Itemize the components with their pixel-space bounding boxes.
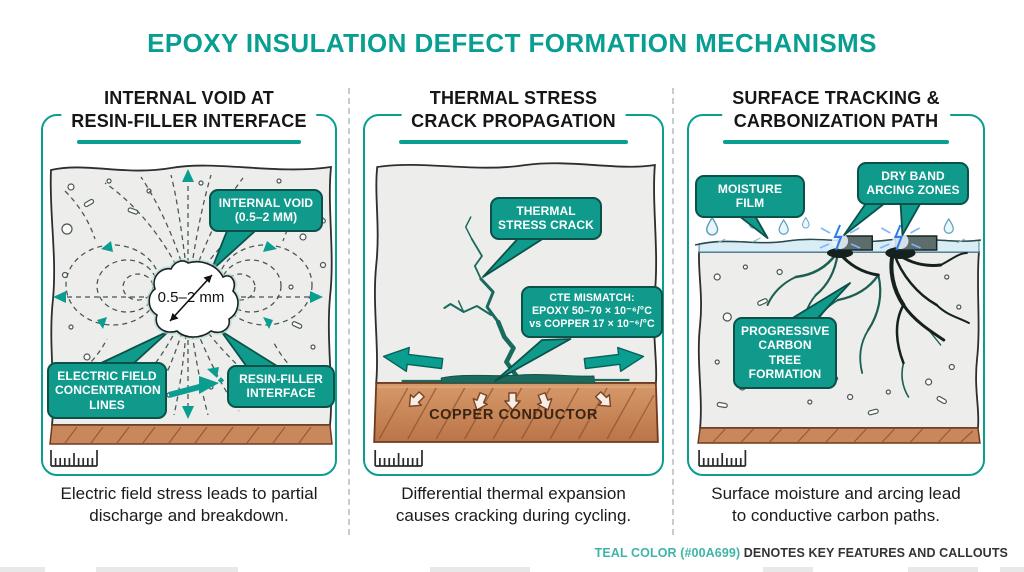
copper-strip [697, 427, 981, 444]
field-arrowheads [53, 169, 323, 419]
ruler-icon [50, 450, 98, 467]
callout-moisture-film: MOISTURE FILM [695, 175, 805, 218]
panel-caption: Differential thermal expansion causes cr… [395, 484, 632, 526]
callout-internal-void: INTERNAL VOID (0.5–2 MM) [209, 189, 323, 232]
arc-spark-icon [879, 224, 921, 251]
page-edge-artifact [430, 567, 530, 572]
panel-caption: Electric field stress leads to partial d… [60, 484, 318, 526]
panel-surface-tracking: SURFACE TRACKING & CARBONIZATION PATH [687, 85, 985, 572]
callout-dry-band-arcing: DRY BAND ARCING ZONES [857, 162, 969, 205]
internal-void-blob [146, 258, 241, 340]
ruler-icon [698, 450, 747, 467]
callout-thermal-stress-crack: THERMAL STRESS CRACK [490, 197, 602, 240]
callout-carbon-tree: PROGRESSIVE CARBON TREE FORMATION [733, 317, 837, 389]
panel-divider [348, 88, 350, 535]
callout-cte-mismatch: CTE MISMATCH: EPOXY 50–70 × 10⁻⁶/°C vs C… [521, 286, 663, 338]
void-size-label: 0.5–2 mm [157, 289, 225, 306]
page-edge-artifact [763, 567, 813, 572]
footer-note: TEAL COLOR (#00A699) DENOTES KEY FEATURE… [595, 546, 1008, 560]
interface-seam [440, 373, 596, 384]
page-edge-artifact [96, 567, 238, 572]
callout-tails [98, 230, 278, 368]
panel-internal-void: INTERNAL VOID AT RESIN-FILLER INTERFACE [41, 85, 337, 572]
expansion-arrows [382, 346, 645, 373]
title-underline [399, 140, 628, 144]
page-edge-artifact [1000, 567, 1024, 572]
panel-title: THERMAL STRESS CRACK PROPAGATION [401, 87, 626, 134]
copper-strip [49, 424, 333, 445]
page-edge-artifact [908, 567, 978, 572]
copper-stress-arrows [408, 391, 612, 411]
panel-caption: Surface moisture and arcing lead to cond… [711, 484, 961, 526]
callout-electric-field: ELECTRIC FIELD CONCENTRATION LINES [47, 362, 167, 420]
title-underline [76, 140, 302, 144]
copper-conductor [373, 382, 659, 443]
callout-resin-filler: RESIN-FILLER INTERFACE [227, 365, 335, 408]
page-edge-artifact [0, 567, 45, 572]
panel-divider [672, 88, 674, 535]
efield-pointer-arrow [168, 376, 225, 398]
title-underline [722, 140, 950, 144]
panel-title: INTERNAL VOID AT RESIN-FILLER INTERFACE [61, 87, 317, 134]
footer-rest-text: DENOTES KEY FEATURES AND CALLOUTS [740, 546, 1008, 560]
copper-conductor-label: COPPER CONDUCTOR [429, 407, 598, 423]
arc-spark-icon [819, 224, 861, 251]
main-title: EPOXY INSULATION DEFECT FORMATION MECHAN… [147, 28, 877, 58]
ruler-icon [374, 450, 423, 467]
panel-thermal-stress: THERMAL STRESS CRACK PROPAGATION [363, 85, 664, 572]
footer-teal-text: TEAL COLOR (#00A699) [594, 546, 741, 560]
panel-title: SURFACE TRACKING & CARBONIZATION PATH [722, 87, 950, 134]
thermal-crack [443, 216, 519, 379]
void-size-arrow [169, 274, 213, 322]
